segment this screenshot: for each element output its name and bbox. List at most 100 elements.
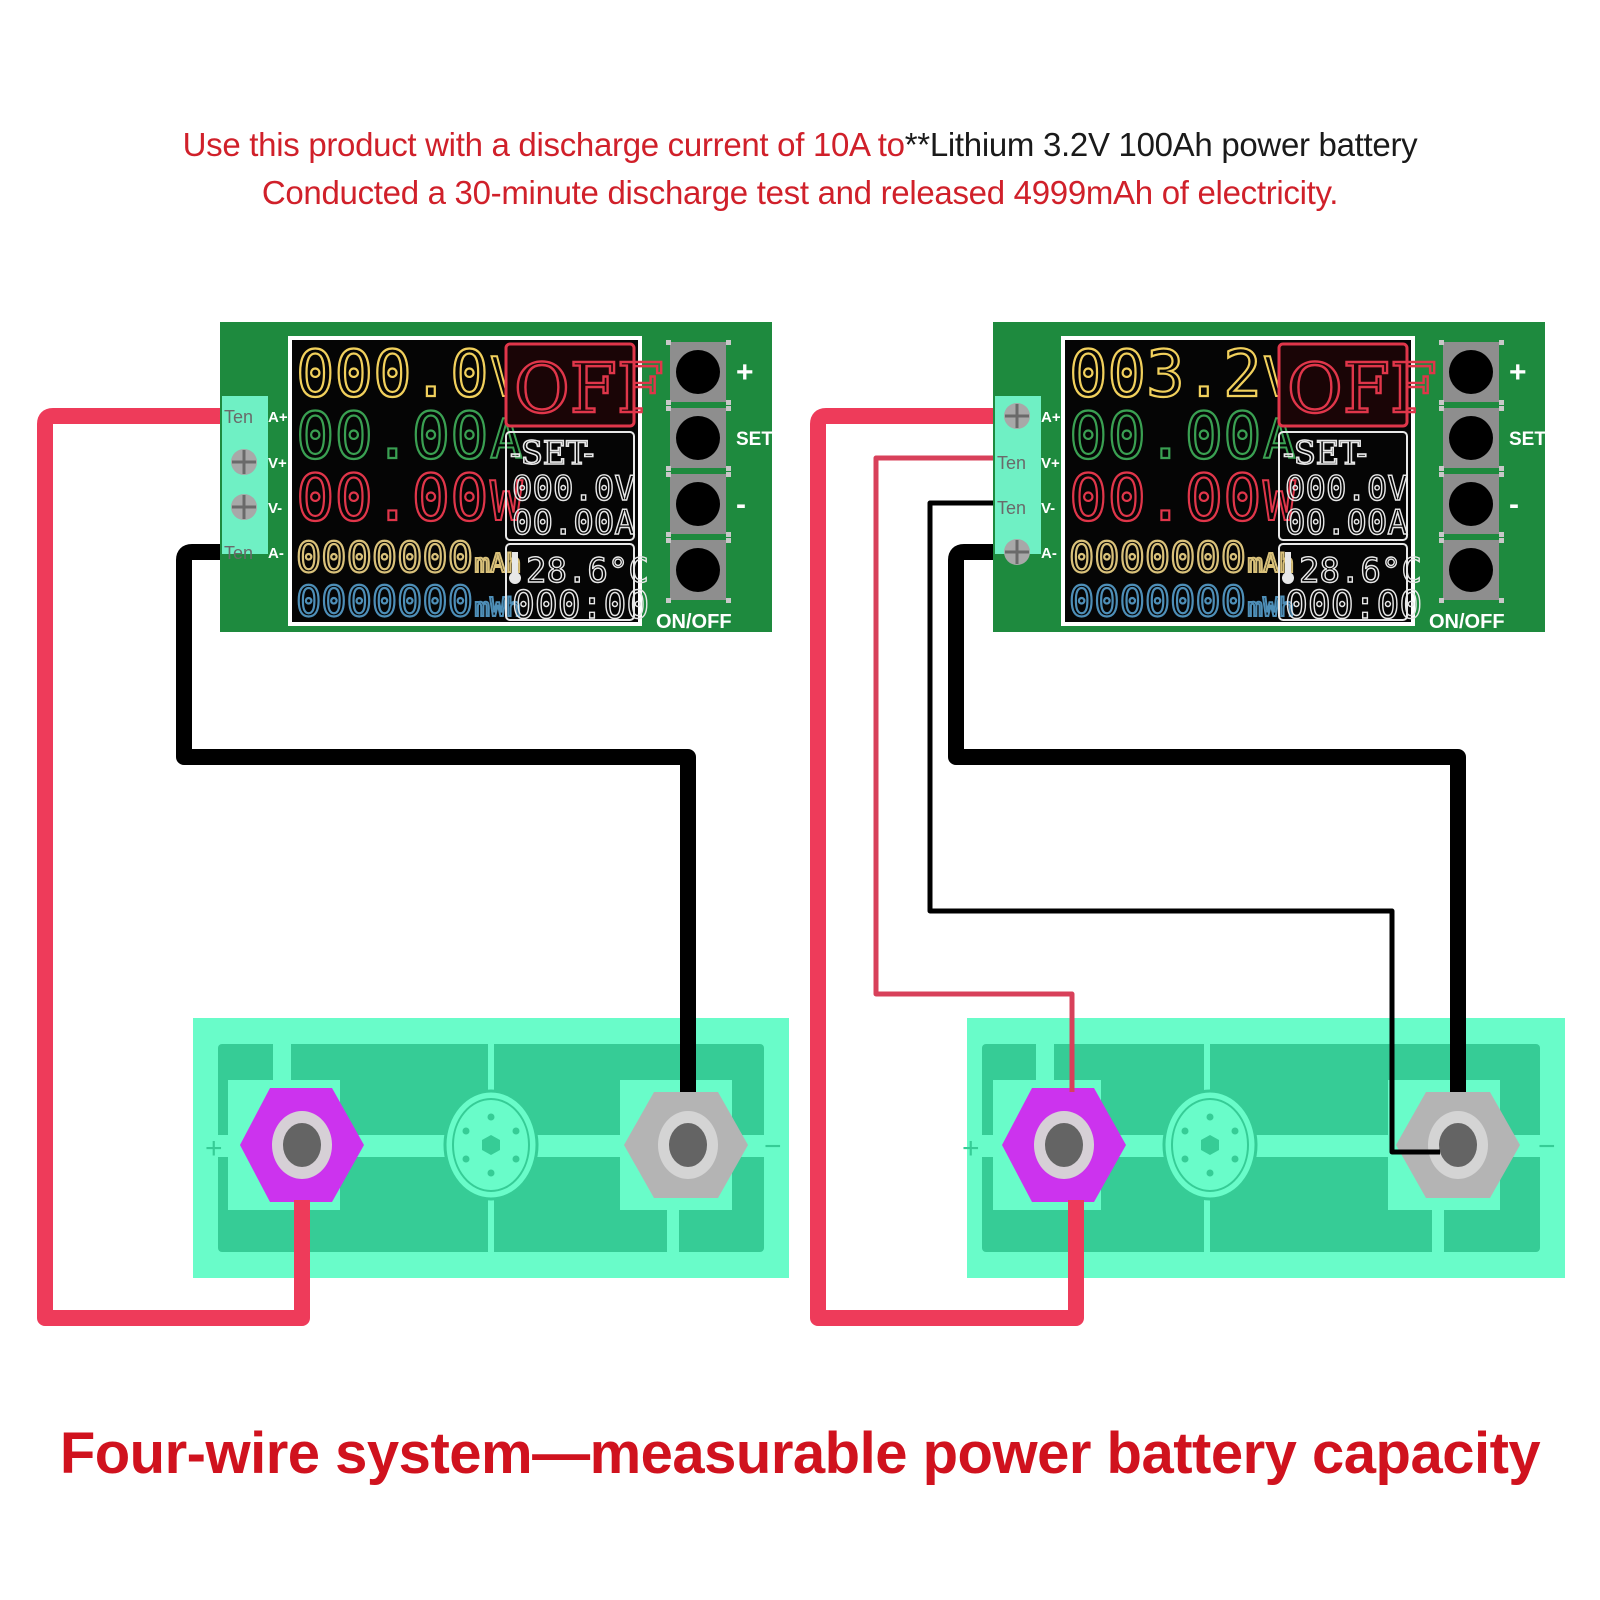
button-label: +	[1509, 356, 1527, 389]
temperature-readout: 28.6°C	[1299, 551, 1422, 591]
battery-divider	[273, 1044, 291, 1084]
button-cap[interactable]	[1449, 482, 1493, 526]
button-label: ON/OFF	[1429, 611, 1505, 633]
button-plus[interactable]: +	[1439, 340, 1527, 405]
power-readout: 00.00	[1069, 462, 1262, 536]
button-onoff[interactable]: ON/OFF	[1429, 538, 1505, 633]
button-minus[interactable]: -	[666, 472, 746, 537]
button-label: SET	[736, 429, 773, 450]
right-system: + −	[810, 408, 1565, 1326]
load-tester-module-right: A+TenV+TenV-A-003.2V00.00A00.00W0000000m…	[993, 322, 1546, 633]
button-pin	[726, 532, 731, 537]
button-pin	[726, 400, 731, 405]
negative-terminal-bolt	[1439, 1123, 1477, 1167]
button-pin	[726, 598, 731, 603]
thermometer-icon	[512, 552, 518, 574]
button-set[interactable]: SET	[666, 406, 773, 471]
button-plus[interactable]: +	[666, 340, 754, 405]
terminal-vplus[interactable]: Ten V+	[997, 453, 1060, 473]
terminal-vplus[interactable]: V+	[231, 449, 287, 475]
capacity-readout: 0000000	[296, 533, 473, 582]
terminal-label: A+	[1041, 409, 1061, 426]
status-box	[1277, 342, 1409, 428]
set-label: -SET-	[1283, 434, 1367, 472]
screw-slot	[232, 495, 256, 519]
button-cap[interactable]	[1449, 548, 1493, 592]
button-label: -	[1509, 488, 1519, 521]
button-onoff[interactable]: ON/OFF	[656, 538, 732, 633]
button-cap[interactable]	[1449, 416, 1493, 460]
energy-readout: 0000000	[296, 577, 473, 626]
terminal-vminus[interactable]: V-	[231, 494, 282, 520]
terminal-label: V+	[1041, 455, 1060, 472]
screw-slot	[1005, 540, 1029, 564]
button-cap[interactable]	[676, 350, 720, 394]
set-voltage: 000.0V	[512, 469, 635, 509]
button-pin	[726, 466, 731, 471]
terminal-aplus[interactable]: A+	[1004, 403, 1061, 429]
energy-readout-unit: mWh	[474, 593, 521, 623]
button-pin	[666, 340, 671, 345]
battery-negative-label: −	[1538, 1130, 1556, 1163]
right-battery: + −	[962, 1018, 1565, 1278]
button-pin	[1439, 406, 1444, 411]
button-set[interactable]: SET	[1439, 406, 1546, 471]
vent-dots	[462, 1113, 520, 1177]
button-pin	[726, 538, 731, 543]
terminal-mark: Ten	[224, 543, 253, 563]
terminal-label: A+	[268, 409, 288, 426]
terminal-aminus[interactable]: A-	[1004, 539, 1057, 565]
energy-readout-unit: mWh	[1247, 593, 1294, 623]
terminal-label: A-	[268, 545, 284, 562]
button-pin	[666, 466, 671, 471]
vent-ring	[452, 1098, 530, 1192]
button-cap[interactable]	[676, 482, 720, 526]
set-label: -SET-	[510, 434, 594, 472]
wire-black-current-negative	[948, 544, 1466, 1092]
button-cap[interactable]	[676, 416, 720, 460]
battery-divider	[1036, 1044, 1054, 1084]
left-system: + −	[37, 408, 789, 1326]
button-cap[interactable]	[676, 548, 720, 592]
terminal-mark: Ten	[997, 453, 1026, 473]
button-pin	[726, 472, 731, 477]
button-pin	[1499, 532, 1504, 537]
button-label: +	[736, 356, 754, 389]
button-pin	[1499, 466, 1504, 471]
thermometer-icon	[1285, 552, 1291, 574]
terminal-mark: Ten	[224, 407, 253, 427]
terminal-aplus[interactable]: Ten A+	[224, 407, 288, 427]
button-pin	[1439, 340, 1444, 345]
status-badge: OFF	[1287, 350, 1437, 429]
energy-readout: 0000000	[1069, 577, 1246, 626]
battery-positive-label: +	[962, 1132, 980, 1165]
caption-line-1-dark: **Lithium 3.2V 100Ah power battery	[904, 126, 1418, 163]
temperature-readout: 28.6°C	[526, 551, 649, 591]
temp-timer-panel	[1278, 543, 1408, 621]
capacity-readout: 0000000	[1069, 533, 1246, 582]
terminal-label: V+	[268, 455, 287, 472]
caption-line-1: Use this product with a discharge curren…	[0, 126, 1600, 164]
set-voltage: 000.0V	[1285, 469, 1408, 509]
set-panel	[1278, 431, 1408, 541]
button-label: -	[736, 488, 746, 521]
terminal-aminus[interactable]: Ten A-	[224, 543, 284, 563]
status-badge: OFF	[514, 350, 664, 429]
battery-positive-label: +	[205, 1132, 223, 1165]
power-readout: 00.00	[296, 462, 489, 536]
caption-line-2: Conducted a 30-minute discharge test and…	[261, 174, 1339, 211]
button-cap[interactable]	[1449, 350, 1493, 394]
button-minus[interactable]: -	[1439, 472, 1519, 537]
wire-black-current-negative	[176, 544, 696, 1092]
button-pin	[1439, 472, 1444, 477]
button-label: SET	[1509, 429, 1546, 450]
button-pin	[666, 472, 671, 477]
caption-line-1-red: Use this product with a discharge curren…	[182, 126, 905, 163]
screw-slot	[1005, 404, 1029, 428]
button-pin	[666, 400, 671, 405]
negative-terminal-bolt	[669, 1123, 707, 1167]
current-readout: 00.00	[1069, 400, 1262, 474]
terminal-label: V-	[268, 500, 282, 517]
